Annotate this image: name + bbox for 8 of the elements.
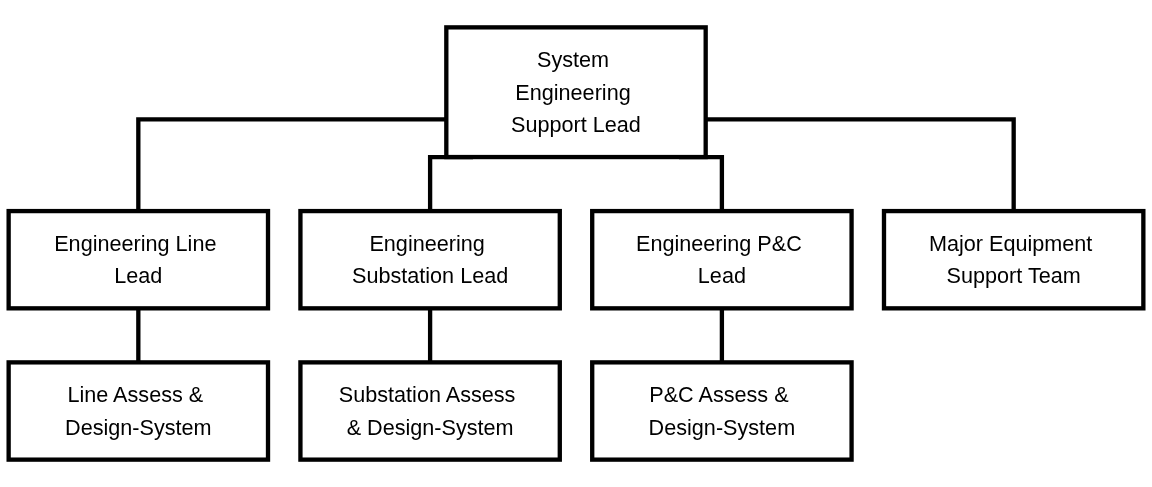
node-box: P&C Assess & Design-System	[590, 360, 854, 462]
node-box: Substation Assess & Design-System	[298, 360, 562, 462]
node-box: Engineering P&C Lead	[590, 208, 854, 311]
node-box: Engineering Line Lead	[6, 208, 271, 311]
node-box: Line Assess & Design-System	[6, 360, 271, 462]
node-box: Major Equipment Support Team	[881, 208, 1146, 311]
node-box: Engineering Substation Lead	[298, 208, 562, 311]
node-box: System Engineering Support Lead	[444, 25, 708, 160]
